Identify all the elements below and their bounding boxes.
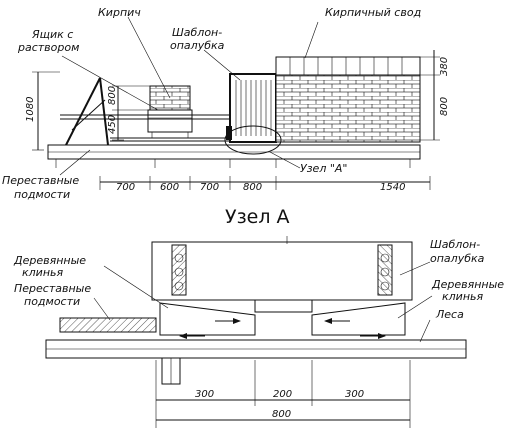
dim-bottom-2: 200 bbox=[273, 389, 292, 400]
detail-formwork bbox=[151, 241, 413, 301]
label-scaffolding: Леса bbox=[435, 308, 464, 321]
dim-left-mid: 800 bbox=[107, 86, 118, 105]
label-formwork-bottom-1: Шаблон- bbox=[430, 238, 480, 251]
label-scaffold-bottom-1: Переставные bbox=[14, 282, 91, 295]
dim-right-lower: 800 bbox=[439, 97, 450, 116]
label-formwork-2: опалубка bbox=[170, 39, 225, 52]
label-brick: Кирпич bbox=[98, 6, 141, 19]
dim-top-5: 1540 bbox=[380, 182, 405, 193]
mortar-box bbox=[147, 109, 193, 138]
label-formwork-1: Шаблон- bbox=[172, 26, 222, 39]
brick-vault bbox=[275, 56, 421, 143]
dim-bottom-total: 800 bbox=[272, 409, 291, 420]
label-scaffold-2: подмости bbox=[14, 188, 70, 201]
wedge-right bbox=[311, 302, 406, 336]
node-detail bbox=[45, 236, 467, 428]
node-a-circle bbox=[224, 125, 282, 155]
formwork-template bbox=[226, 73, 277, 143]
label-wedges-left-1: Деревянные bbox=[13, 254, 86, 267]
label-formwork-bottom-2: опалубка bbox=[430, 252, 485, 265]
movable-scaffold bbox=[60, 77, 230, 146]
label-wedges-right-2: клинья bbox=[442, 290, 483, 303]
label-brick-vault: Кирпичный свод bbox=[325, 6, 421, 19]
dim-left-low: 450 bbox=[107, 115, 118, 134]
dim-top-3: 700 bbox=[200, 182, 219, 193]
elevation-view bbox=[32, 16, 440, 190]
dim-right-upper: 380 bbox=[439, 57, 450, 76]
wedge-left bbox=[159, 302, 256, 336]
label-mortar-box-1: Ящик с bbox=[31, 28, 73, 41]
label-scaffold-1: Переставные bbox=[2, 174, 79, 187]
dim-top-2: 600 bbox=[160, 182, 179, 193]
label-node-ref: Узел "А" bbox=[300, 162, 348, 175]
dim-top-1: 700 bbox=[116, 182, 135, 193]
label-wedges-left-2: клинья bbox=[22, 266, 63, 279]
dim-bottom-1: 300 bbox=[195, 389, 214, 400]
dim-bottom-3: 300 bbox=[345, 389, 364, 400]
label-mortar-box-2: раствором bbox=[17, 41, 79, 54]
movable-scaffold-detail bbox=[59, 317, 157, 333]
label-scaffold-bottom-2: подмости bbox=[24, 295, 80, 308]
node-title: Узел А bbox=[225, 206, 290, 228]
dim-top-4: 800 bbox=[243, 182, 262, 193]
dim-left-total: 1080 bbox=[25, 97, 36, 122]
label-wedges-right-1: Деревянные bbox=[431, 278, 504, 291]
